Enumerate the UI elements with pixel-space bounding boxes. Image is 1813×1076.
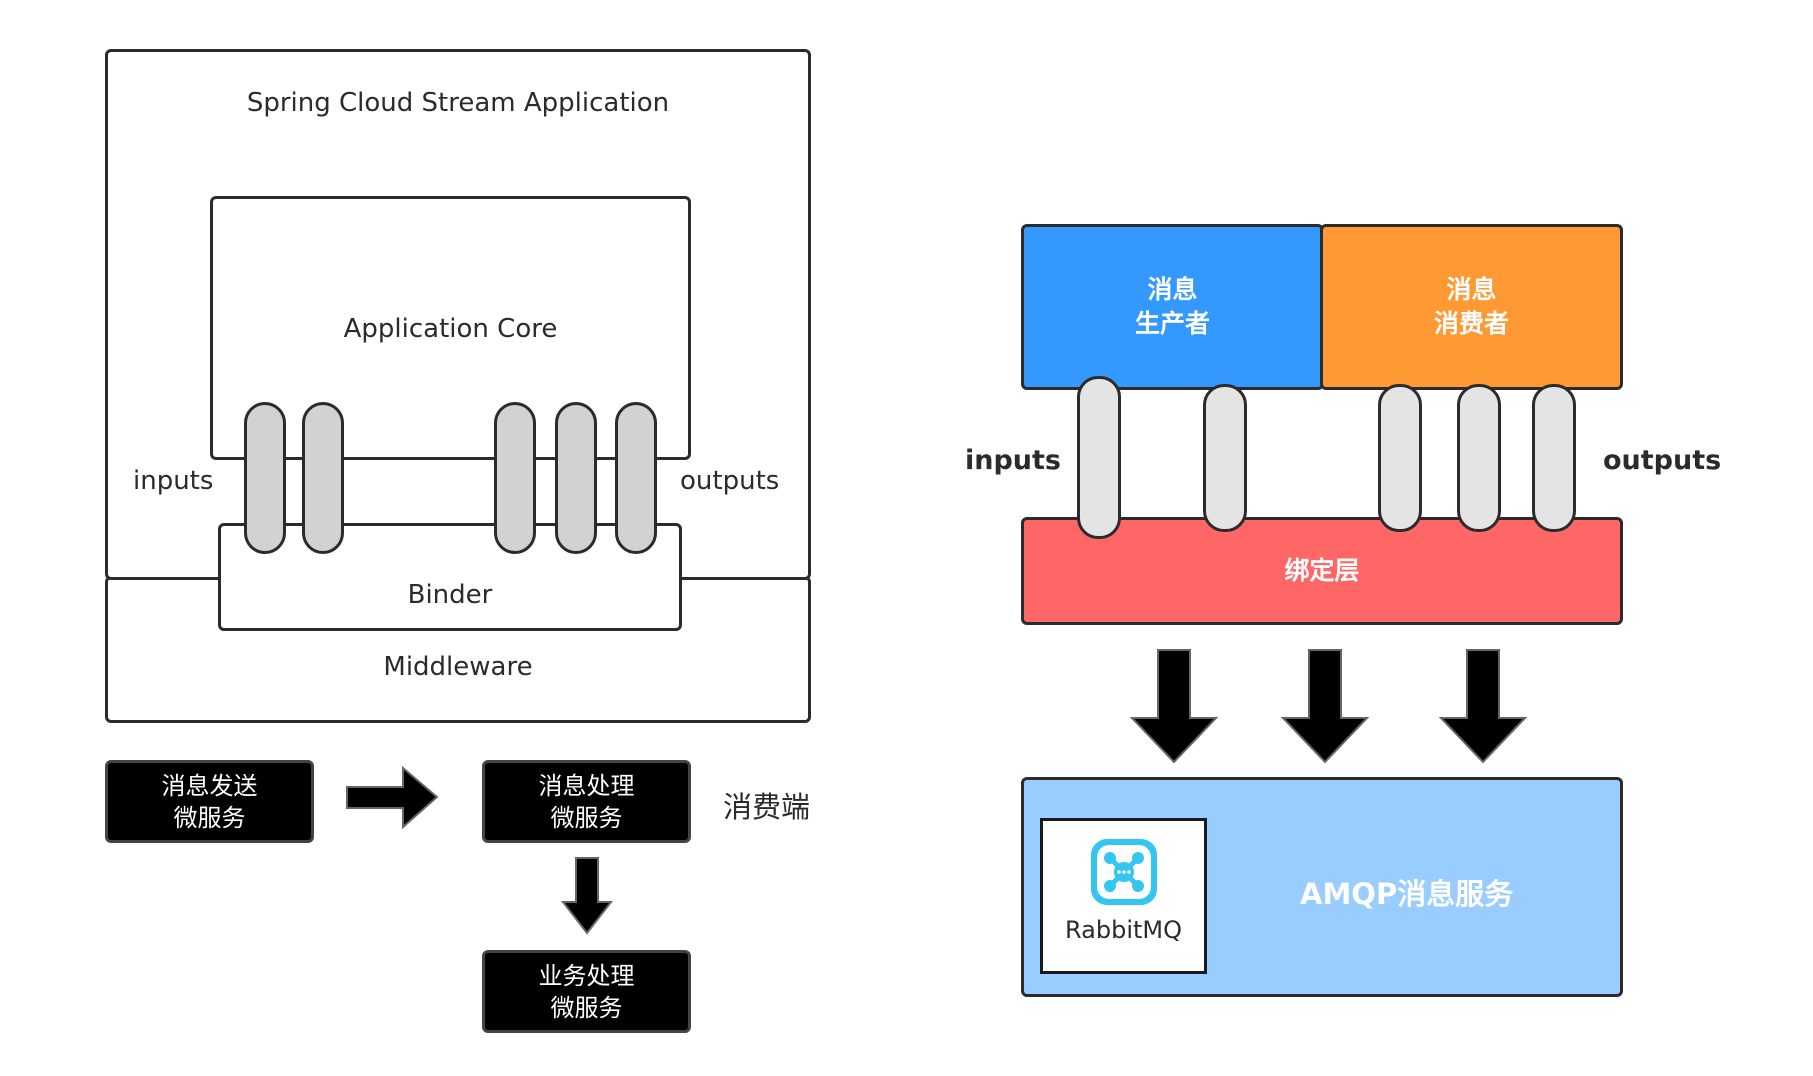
business-process-service: 业务处理微服务 — [482, 950, 691, 1033]
down-arrow-icon-3 — [1438, 649, 1528, 764]
arrow-down-icon — [560, 857, 614, 935]
output-channel-2 — [555, 402, 597, 554]
rabbitmq-logo-icon — [1091, 839, 1157, 905]
output-channel-3 — [615, 402, 657, 554]
amqp-service-label: AMQP消息服务 — [1300, 877, 1514, 911]
consumer-channel-1 — [1378, 384, 1422, 532]
application-core-box — [210, 196, 691, 460]
application-core-label: Application Core — [343, 314, 558, 344]
arrow-right-icon — [346, 765, 439, 830]
consumer-side-label: 消费端 — [723, 790, 811, 824]
left-inputs-label: inputs — [133, 466, 214, 496]
application-title: Spring Cloud Stream Application — [246, 88, 670, 118]
right-outputs-label: outputs — [1603, 445, 1722, 476]
producer-channel-2 — [1203, 384, 1247, 532]
output-channel-1 — [494, 402, 536, 554]
producer-box: 消息生产者 — [1021, 224, 1324, 390]
message-send-service: 消息发送微服务 — [105, 760, 314, 843]
consumer-channel-2 — [1457, 384, 1501, 532]
producer-channel-1 — [1077, 376, 1121, 539]
down-arrow-icon-2 — [1280, 649, 1370, 764]
input-channel-2 — [302, 402, 344, 554]
rabbitmq-label: RabbitMQ — [1065, 916, 1182, 944]
binder-box — [218, 523, 682, 631]
message-process-service: 消息处理微服务 — [482, 760, 691, 843]
consumer-channel-3 — [1532, 384, 1576, 532]
binder-label: Binder — [407, 580, 493, 610]
right-inputs-label: inputs — [965, 445, 1062, 476]
binding-layer-box: 绑定层 — [1021, 517, 1623, 625]
input-channel-1 — [244, 402, 286, 554]
middleware-label: Middleware — [383, 652, 533, 682]
consumer-box: 消息消费者 — [1320, 224, 1623, 390]
left-outputs-label: outputs — [680, 466, 780, 496]
down-arrow-icon-1 — [1129, 649, 1219, 764]
